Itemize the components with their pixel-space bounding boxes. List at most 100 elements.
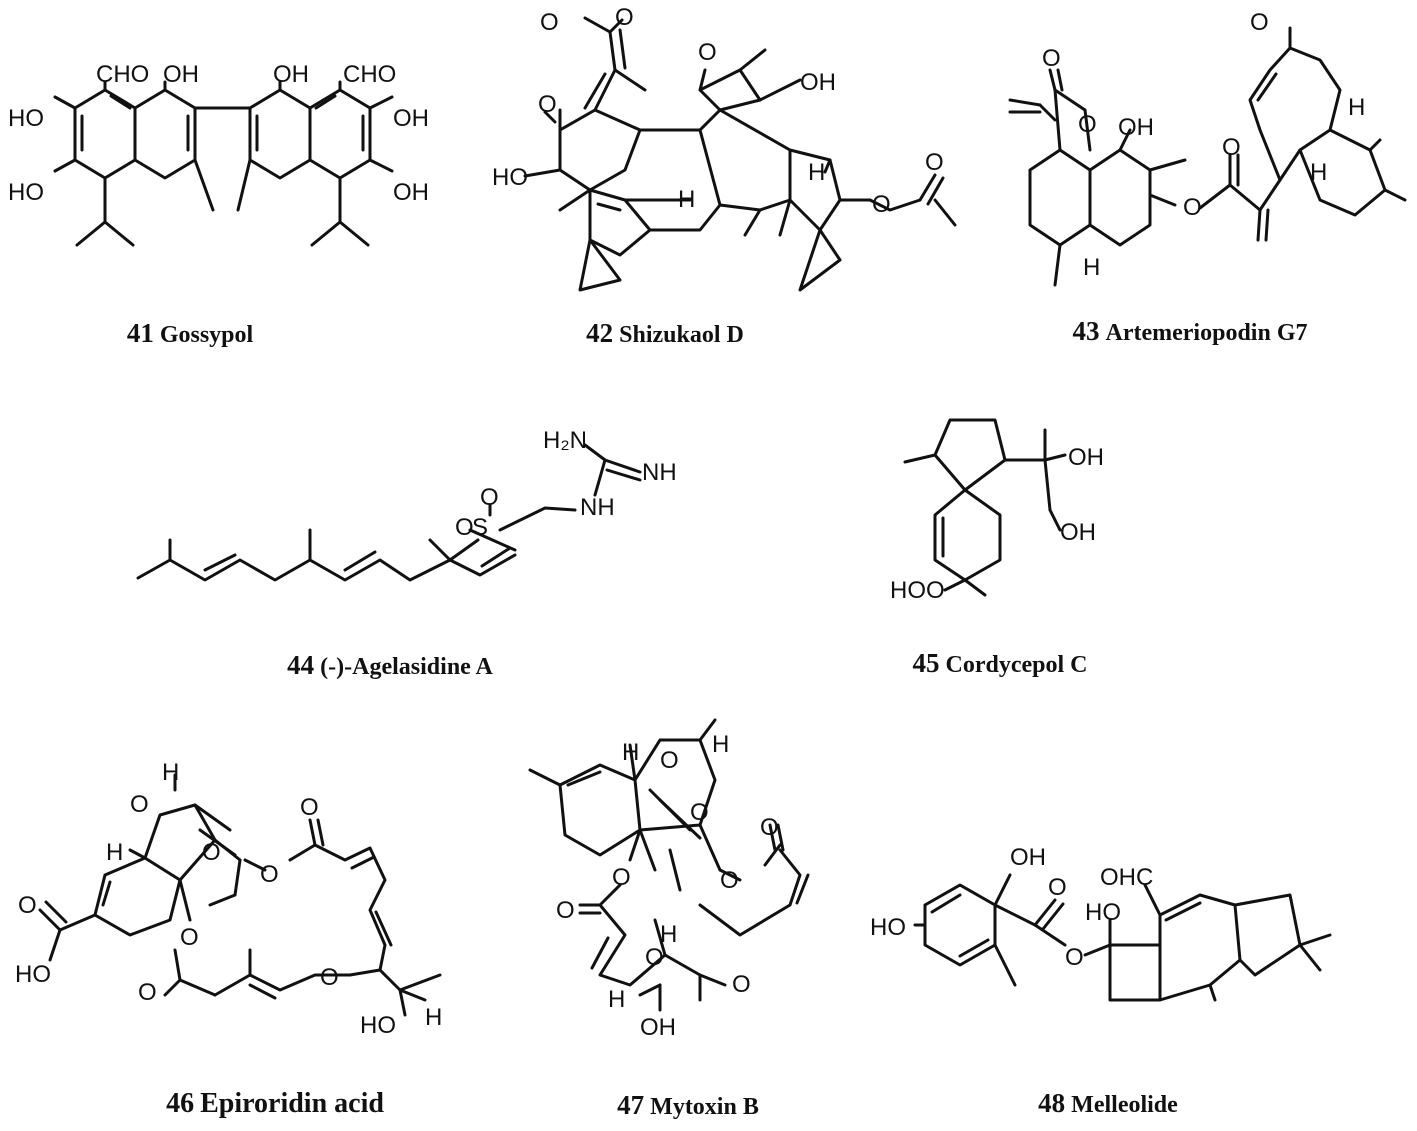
label-46-a12: HO <box>360 1012 396 1039</box>
label-42-a6: HO <box>492 164 528 191</box>
label-47-a10: O <box>645 944 664 971</box>
label-47-a13: O <box>732 971 751 998</box>
label-44-a2: NH <box>642 459 677 486</box>
label-48-a6: O <box>1065 944 1084 971</box>
label-41-a8: OH <box>393 179 429 206</box>
label-42-a7: H <box>678 186 695 213</box>
label-47-a2: O <box>660 747 679 774</box>
label-42-a1: O <box>540 9 559 36</box>
compound-number: 42 <box>586 318 614 348</box>
label-45-a1: OH <box>1068 444 1104 471</box>
label-43-a3: O <box>1078 111 1097 138</box>
compound-name: Cordycepol C <box>945 652 1088 678</box>
label-43-a2: O <box>1250 9 1269 36</box>
compound-number: 48 <box>1038 1088 1066 1118</box>
label-42-a5: O <box>698 39 717 66</box>
label-44-a1: H₂N <box>543 427 587 454</box>
label-43-a9: H <box>1083 254 1100 281</box>
label-46-a2: O <box>130 791 149 818</box>
label-42-a4: OH <box>800 69 836 96</box>
label-43-a4: OH <box>1118 114 1154 141</box>
label-42-a9: O <box>872 191 891 218</box>
label-47-a11: H <box>608 986 625 1013</box>
label-46-a8: HO <box>15 961 51 988</box>
label-41-a2: OH <box>163 61 199 88</box>
compound-name: Artemeriopodin G7 <box>1105 320 1308 346</box>
label-46-a6: O <box>300 794 319 821</box>
label-45-a2: OH <box>1060 519 1096 546</box>
compound-name: Epiroridin acid <box>200 1088 384 1119</box>
label-42-a10: O <box>925 149 944 176</box>
compound-number: 41 <box>126 318 154 348</box>
label-46-a3: H <box>106 839 123 866</box>
label-43-a5: H <box>1348 94 1365 121</box>
label-46-a5: O <box>260 861 279 888</box>
compound-number: 47 <box>617 1090 645 1120</box>
label-47-a5: O <box>720 867 739 894</box>
label-44-a5: S <box>472 514 488 541</box>
label-44-a4: O <box>480 484 499 511</box>
label-42-a2: O <box>615 4 634 31</box>
label-46-a10: O <box>138 979 157 1006</box>
label-47-a4: O <box>690 799 709 826</box>
compound-name: Melleolide <box>1071 1092 1178 1118</box>
label-43-a8: H <box>1310 159 1327 186</box>
compound-number: 45 <box>912 648 940 678</box>
caption-44: 44(-)-Agelasidine A <box>287 650 493 681</box>
label-42-a3: O <box>538 91 557 118</box>
label-47-a1: H <box>622 739 639 766</box>
label-41-a6: OH <box>393 105 429 132</box>
label-43-a1: O <box>1042 45 1061 72</box>
compound-number: 44 <box>287 650 315 680</box>
label-45-a3: HOO <box>890 577 945 604</box>
label-48-a1: OH <box>1010 844 1046 871</box>
label-48-a2: OHC <box>1100 864 1153 891</box>
label-41-a3: OH <box>273 61 309 88</box>
label-44-a3: NH <box>580 494 615 521</box>
label-46-a4: O <box>202 839 221 866</box>
label-48-a3: HO <box>1085 899 1121 926</box>
label-47-a9: O <box>556 897 575 924</box>
label-41-a1: CHO <box>96 61 149 88</box>
label-46-a9: O <box>180 924 199 951</box>
label-43-a7: O <box>1183 194 1202 221</box>
compound-name: Gossypol <box>159 322 254 348</box>
label-48-a4: O <box>1048 874 1067 901</box>
label-41-a4: CHO <box>343 61 396 88</box>
label-46-a13: H <box>425 1004 442 1031</box>
label-42-a8: H <box>808 159 825 186</box>
label-47-a7: O <box>612 864 631 891</box>
label-47-a8: H <box>660 921 677 948</box>
compound-name: (-)-Agelasidine A <box>320 654 493 680</box>
label-46-a7: O <box>18 892 37 919</box>
label-47-a12: OH <box>640 1014 676 1041</box>
compound-number: 46 <box>166 1088 195 1119</box>
label-47-a6: O <box>760 814 779 841</box>
label-43-a6: O <box>1222 134 1241 161</box>
label-46-a11: O <box>320 964 339 991</box>
label-41-a5: HO <box>8 105 44 132</box>
label-44-a6: O <box>455 514 474 541</box>
label-48-a5: HO <box>870 914 906 941</box>
compound-name: Shizukaol D <box>619 322 744 348</box>
compound-number: 43 <box>1072 316 1100 346</box>
label-41-a7: HO <box>8 179 44 206</box>
compound-name: Mytoxin B <box>650 1094 759 1120</box>
label-46-a1: H <box>162 759 179 786</box>
